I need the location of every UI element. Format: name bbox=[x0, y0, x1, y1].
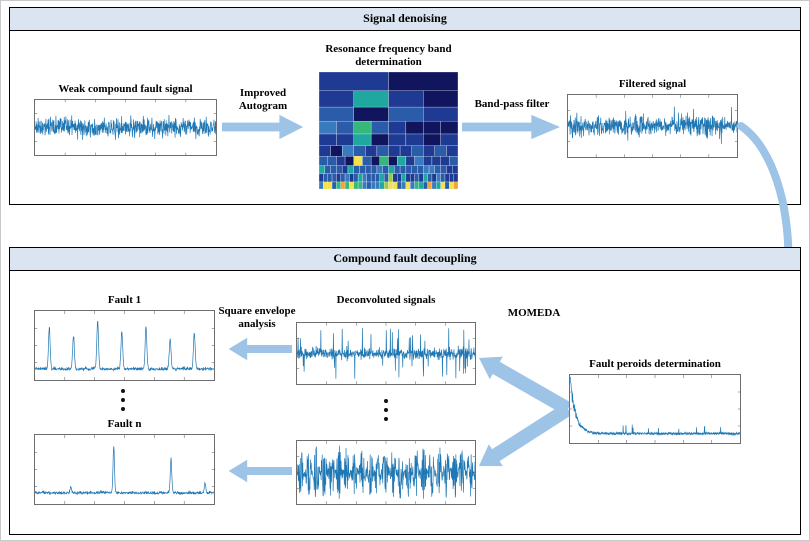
momeda-arrow-upper bbox=[479, 356, 572, 416]
vertical-ellipsis-left bbox=[121, 389, 125, 411]
fault-periods-plot bbox=[569, 374, 741, 444]
faultn-waveform bbox=[35, 435, 214, 504]
momeda-label: MOMEDA bbox=[507, 307, 561, 319]
deconvoluted-waveform-1 bbox=[297, 323, 475, 384]
arrow-shape bbox=[228, 337, 292, 361]
arrow-shape bbox=[462, 114, 561, 140]
fault1-waveform bbox=[35, 311, 214, 380]
weak-signal-waveform bbox=[35, 100, 216, 155]
kurtogram-cells bbox=[319, 72, 458, 189]
improved-autogram-arrow bbox=[222, 114, 304, 140]
fault-periods-waveform bbox=[570, 375, 740, 443]
fault1-label: Fault 1 bbox=[107, 294, 142, 306]
filtered-signal-label: Filtered signal bbox=[618, 78, 687, 90]
arrow-shape bbox=[228, 459, 292, 483]
kurtogram-heatmap bbox=[319, 72, 458, 189]
deconvoluted-plot-2 bbox=[296, 440, 476, 505]
vertical-ellipsis-middle bbox=[384, 399, 388, 421]
fault-periods-label: Fault peroids determination bbox=[589, 358, 721, 370]
square-envelope-label: Square envelope analysis bbox=[218, 305, 296, 330]
deconvoluted-waveform-2 bbox=[297, 441, 475, 504]
momeda-wedge-arrows bbox=[479, 356, 572, 467]
signal-denoising-title: Signal denoising bbox=[363, 11, 447, 25]
deconvoluted-signals-label: Deconvoluted signals bbox=[336, 294, 436, 306]
arrow-shape bbox=[222, 114, 304, 140]
envelope-analysis-arrow-bottom bbox=[228, 459, 292, 483]
faultn-plot bbox=[34, 434, 215, 505]
filtered-signal-waveform bbox=[568, 95, 737, 157]
compound-decoupling-header: Compound fault decoupling bbox=[10, 248, 800, 271]
weak-signal-plot bbox=[34, 99, 217, 156]
momeda-arrow-lower bbox=[479, 403, 572, 467]
envelope-analysis-arrow-top bbox=[228, 337, 292, 361]
improved-autogram-label: Improved Autogram bbox=[238, 87, 288, 112]
signal-denoising-header: Signal denoising bbox=[10, 8, 800, 31]
fault1-plot bbox=[34, 310, 215, 381]
bandpass-filter-arrow bbox=[462, 114, 561, 140]
bandpass-filter-label: Band-pass filter bbox=[474, 98, 550, 110]
compound-decoupling-title: Compound fault decoupling bbox=[333, 251, 477, 265]
faultn-label: Fault n bbox=[107, 418, 142, 430]
resonance-band-label: Resonance frequency band determination bbox=[325, 43, 452, 68]
filtered-signal-plot bbox=[567, 94, 738, 158]
deconvoluted-plot-1 bbox=[296, 322, 476, 385]
weak-signal-label: Weak compound fault signal bbox=[58, 83, 193, 95]
